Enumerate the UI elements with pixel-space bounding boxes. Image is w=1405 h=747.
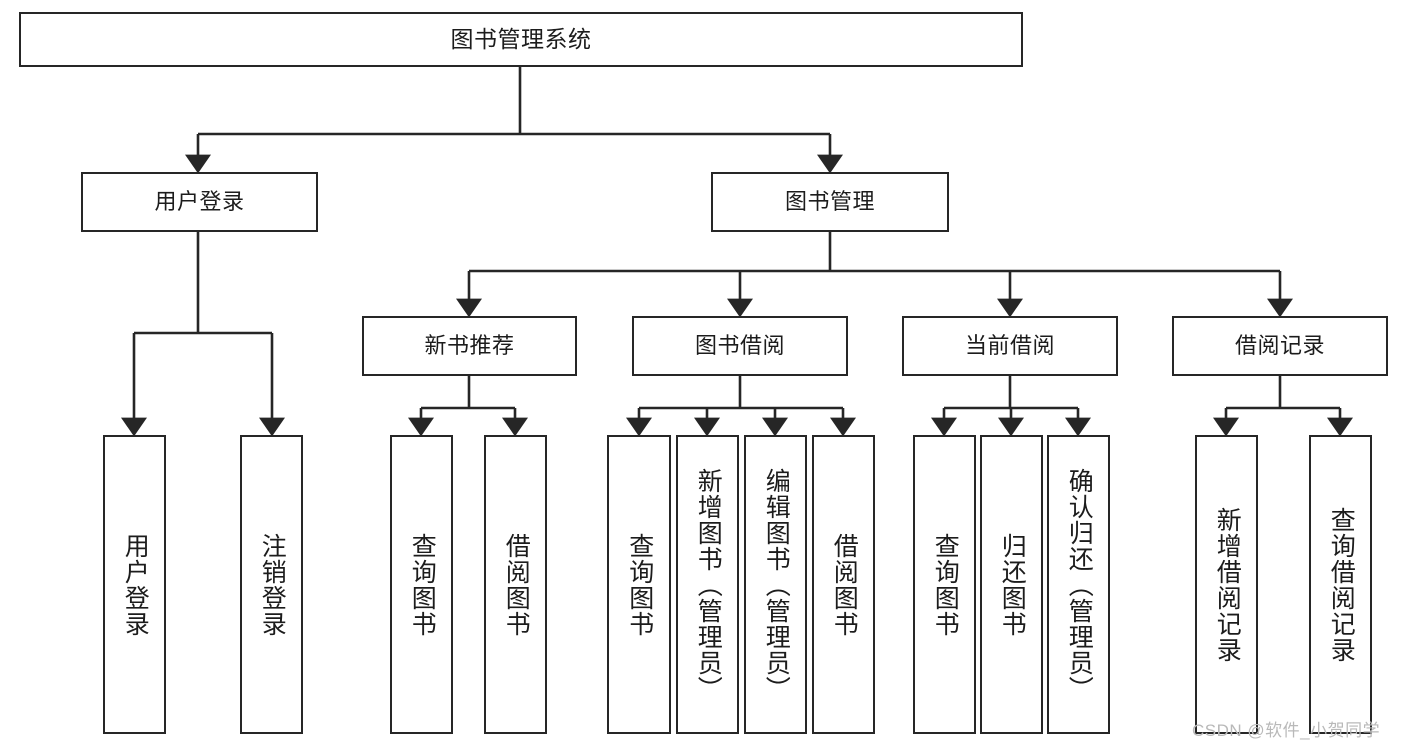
node-label: 确认归还（管理员） xyxy=(1065,467,1094,702)
leaf-new-book-query-book[interactable]: 查询图书 xyxy=(390,435,453,734)
leaf-book-borrow-query-book[interactable]: 查询图书 xyxy=(607,435,671,734)
node-label: 借阅记录 xyxy=(1234,333,1325,359)
node-label: 用户登录 xyxy=(121,532,150,637)
leaf-user-login-logout[interactable]: 注销登录 xyxy=(240,435,303,734)
leaf-book-borrow-add-book-admin[interactable]: 新增图书（管理员） xyxy=(676,435,739,734)
node-book-borrow[interactable]: 图书借阅 xyxy=(632,316,848,376)
node-book-management[interactable]: 图书管理 xyxy=(711,172,949,232)
node-label: 借阅图书 xyxy=(502,532,531,637)
leaf-borrow-record-add-record[interactable]: 新增借阅记录 xyxy=(1195,435,1258,734)
node-new-book-recommend[interactable]: 新书推荐 xyxy=(362,316,577,376)
node-borrow-record[interactable]: 借阅记录 xyxy=(1172,316,1388,376)
leaf-borrow-record-query-record[interactable]: 查询借阅记录 xyxy=(1309,435,1372,734)
node-root-book-management-system[interactable]: 图书管理系统 xyxy=(19,12,1023,67)
node-label: 查询图书 xyxy=(931,532,960,637)
node-label: 查询图书 xyxy=(408,532,437,637)
node-label: 注销登录 xyxy=(258,532,287,637)
node-label: 图书管理 xyxy=(784,189,875,215)
node-label: 图书管理系统 xyxy=(450,25,592,52)
leaf-user-login-do-login[interactable]: 用户登录 xyxy=(103,435,166,734)
node-label: 编辑图书（管理员） xyxy=(762,467,791,702)
node-label: 查询借阅记录 xyxy=(1327,506,1356,663)
leaf-new-book-borrow-book[interactable]: 借阅图书 xyxy=(484,435,547,734)
node-label: 当前借阅 xyxy=(964,333,1055,359)
node-label: 新书推荐 xyxy=(424,333,515,359)
node-label: 新增图书（管理员） xyxy=(694,467,723,702)
node-label: 借阅图书 xyxy=(830,532,859,637)
node-current-borrow[interactable]: 当前借阅 xyxy=(902,316,1118,376)
leaf-current-borrow-query-book[interactable]: 查询图书 xyxy=(913,435,976,734)
node-label: 图书借阅 xyxy=(694,333,785,359)
csdn-watermark: CSDN @软件_小贺同学 xyxy=(1192,721,1381,740)
node-user-login[interactable]: 用户登录 xyxy=(81,172,318,232)
node-label: 新增借阅记录 xyxy=(1213,506,1242,663)
leaf-current-borrow-return-book[interactable]: 归还图书 xyxy=(980,435,1043,734)
node-label: 用户登录 xyxy=(154,189,245,215)
leaf-book-borrow-borrow-book[interactable]: 借阅图书 xyxy=(812,435,875,734)
leaf-book-borrow-edit-book-admin[interactable]: 编辑图书（管理员） xyxy=(744,435,807,734)
node-label: 归还图书 xyxy=(998,532,1027,637)
node-label: 查询图书 xyxy=(625,532,654,637)
leaf-current-borrow-confirm-return-admin[interactable]: 确认归还（管理员） xyxy=(1047,435,1110,734)
